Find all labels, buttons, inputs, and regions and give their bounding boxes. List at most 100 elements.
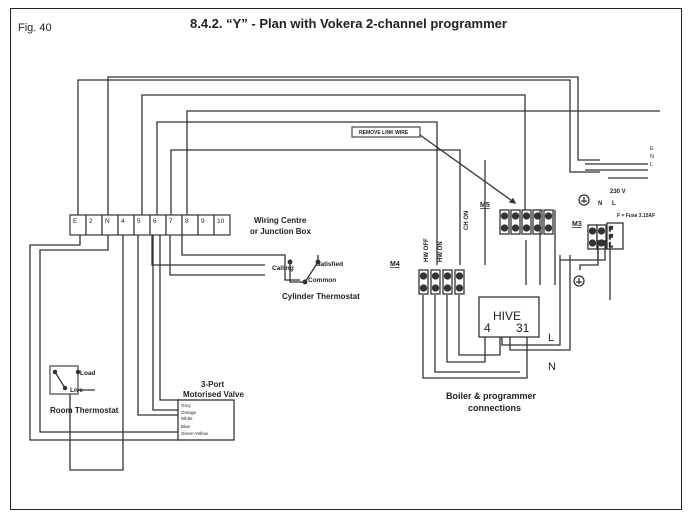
cylinder-thermostat-label: Cylinder Thermostat [282, 292, 360, 301]
hw-on-label: HW ON [438, 241, 444, 262]
m4-label: M4 [390, 261, 400, 268]
terminal-screw [454, 269, 465, 295]
fuse-letter: F [609, 235, 613, 241]
calling-label: Calling [272, 265, 294, 272]
n-label: N [598, 201, 602, 207]
common-label: Common [308, 277, 336, 284]
terminal-screw [510, 209, 521, 235]
wire-e-top [107, 76, 600, 215]
figure-title: 8.4.2. “Y” - Plan with Vokera 2-channel … [190, 16, 507, 31]
terminal-block-m4 [418, 269, 465, 295]
terminal-label: 5 [137, 218, 141, 225]
hive-terminal-31: 31 [516, 321, 530, 335]
fuse-label: F = Fuse 3.15AF [617, 213, 655, 219]
screw-icon [455, 284, 464, 292]
fuse-letter: F [609, 227, 613, 233]
earth-symbol-icon [573, 275, 585, 287]
valve-wire-label: Orange [181, 410, 197, 415]
screw-icon [597, 227, 606, 235]
m3-label: M3 [572, 221, 582, 228]
load-label: Load [80, 370, 96, 377]
valve-wire-label: Green-Yellow [181, 431, 209, 436]
earth-symbol-icon [578, 194, 590, 206]
valve-wire-label: White [181, 416, 193, 421]
terminal-label: 10 [217, 218, 225, 225]
terminal-label: 8 [185, 218, 189, 225]
terminal-screw [521, 209, 532, 235]
screw-icon [511, 212, 520, 220]
room-thermostat-box [49, 365, 81, 395]
wire-8-top [186, 110, 660, 215]
screw-icon [431, 284, 440, 292]
fuse-holder [606, 222, 624, 250]
terminal-label: E [73, 218, 78, 225]
terminal-screw [430, 269, 441, 295]
wire-n-top [77, 79, 600, 215]
room-thermostat-label: Room Thermostat [50, 406, 119, 415]
terminal-label: 4 [121, 218, 125, 225]
fuse-letter: L [609, 243, 613, 249]
figure-frame [10, 8, 682, 510]
voltage-label: 230 V [610, 189, 626, 195]
hive-label: HIVE [493, 309, 521, 323]
wire-6-top [156, 121, 438, 265]
supply-l-label: L [650, 162, 653, 168]
screw-icon [511, 224, 520, 232]
terminal-label: N [105, 218, 110, 225]
l-label: L [612, 201, 616, 207]
terminal-screw [532, 209, 543, 235]
valve-label-1: 3-Port [201, 380, 224, 389]
screw-icon [419, 284, 428, 292]
wire-5-top [141, 94, 526, 215]
terminal-block-m3: FFL [587, 222, 624, 250]
supply-e-label: E [650, 146, 654, 152]
supply-n-label: N [650, 154, 654, 160]
hive-terminal-4: 4 [484, 321, 491, 335]
terminal-label: 2 [89, 218, 93, 225]
wiring-centre-label-2: or Junction Box [250, 227, 311, 236]
earth-drop [579, 240, 599, 270]
screw-icon [455, 272, 464, 280]
live-label: Live [70, 387, 83, 394]
terminal-screw [499, 209, 510, 235]
hive-box [478, 296, 540, 338]
screw-icon [443, 272, 452, 280]
screw-icon [522, 212, 531, 220]
terminal-label: 9 [201, 218, 205, 225]
screw-icon [443, 284, 452, 292]
terminal-screw [596, 224, 607, 250]
valve-label-2: Motorised Valve [183, 390, 244, 399]
screw-icon [500, 224, 509, 232]
terminal-label: 7 [169, 218, 173, 225]
ch-on-label: CH ON [464, 211, 470, 230]
screw-icon [544, 212, 553, 220]
hive-wires [422, 255, 571, 379]
terminal-screw [543, 209, 554, 235]
figure-number: Fig. 40 [18, 22, 52, 34]
boiler-caption-2: connections [468, 403, 521, 413]
screw-icon [544, 224, 553, 232]
valve-wire-label: Grey [181, 403, 192, 408]
cylinder-thermostat-switch [287, 255, 321, 285]
screw-icon [431, 272, 440, 280]
wire-7-top [170, 149, 461, 265]
wiring-centre-block [69, 214, 231, 236]
screw-icon [522, 224, 531, 232]
hive-n-label: N [548, 361, 556, 373]
screw-icon [588, 227, 597, 235]
m5-wires [525, 210, 556, 285]
wiring-centre-label-1: Wiring Centre [254, 216, 307, 225]
screw-icon [419, 272, 428, 280]
motorised-valve-box [177, 399, 235, 441]
boiler-caption-1: Boiler & programmer [446, 391, 537, 401]
screw-icon [588, 239, 597, 247]
upper-wires [77, 76, 660, 265]
satisfied-label: Satisfied [316, 261, 343, 268]
valve-wire-label: Blue [181, 424, 191, 429]
hive-l-label: L [548, 332, 554, 344]
remove-link-label [351, 126, 517, 204]
